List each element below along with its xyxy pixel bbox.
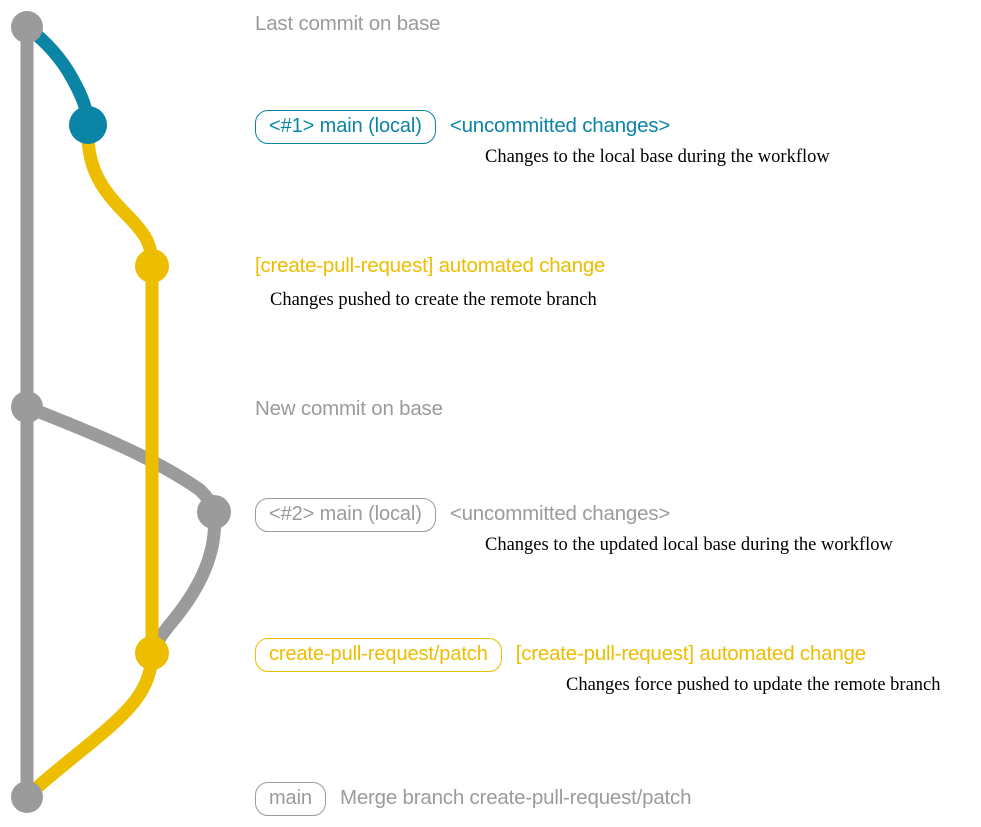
node-base-head[interactable] <box>11 11 43 43</box>
branch-ref-chip[interactable]: <#1> main (local) <box>255 110 436 144</box>
node-base-new[interactable] <box>11 391 43 423</box>
commit-description-local-uncommitted-1: Changes to the local base during the wor… <box>485 147 830 167</box>
commit-row-merge-commit: main Merge branch create-pull-request/pa… <box>255 782 691 816</box>
commit-row-local-uncommitted-1: <#1> main (local) <uncommitted changes> <box>255 110 670 144</box>
branch-ref-chip[interactable]: create-pull-request/patch <box>255 638 502 672</box>
commit-subject: [create-pull-request] automated change <box>255 254 606 277</box>
commit-subject: Last commit on base <box>255 12 441 35</box>
commit-row-automated-change-1: [create-pull-request] automated change <box>255 254 605 278</box>
commit-subject: <uncommitted changes> <box>449 502 671 525</box>
commit-row-last-commit-on-base: Last commit on base <box>255 12 441 36</box>
commit-subject: New commit on base <box>255 397 443 420</box>
branch-ref-chip[interactable]: <#2> main (local) <box>255 498 436 532</box>
commit-subject: <uncommitted changes> <box>449 114 671 137</box>
local1-to-patch1-edge <box>81 118 159 273</box>
commit-description-local-uncommitted-2: Changes to the updated local base during… <box>485 535 893 555</box>
commit-description-automated-change-2: Changes force pushed to update the remot… <box>566 675 941 695</box>
commit-row-new-commit-on-base: New commit on base <box>255 397 443 421</box>
commit-row-local-uncommitted-2: <#2> main (local) <uncommitted changes> <box>255 498 670 532</box>
commit-subject: Merge branch create-pull-request/patch <box>339 786 692 809</box>
node-patch-commit-1[interactable] <box>135 249 169 283</box>
node-local-commit-1[interactable] <box>69 106 107 144</box>
branch-ref-chip[interactable]: main <box>255 782 326 816</box>
commit-row-automated-change-2: create-pull-request/patch [create-pull-r… <box>255 638 866 672</box>
patch2-to-merge-edge <box>20 646 159 804</box>
node-local-commit-2[interactable] <box>197 495 231 529</box>
commit-subject: [create-pull-request] automated change <box>515 642 866 665</box>
node-patch-commit-2[interactable] <box>135 636 169 670</box>
node-merge-commit[interactable] <box>11 781 43 813</box>
commit-description-automated-change-1: Changes pushed to create the remote bran… <box>270 290 597 310</box>
